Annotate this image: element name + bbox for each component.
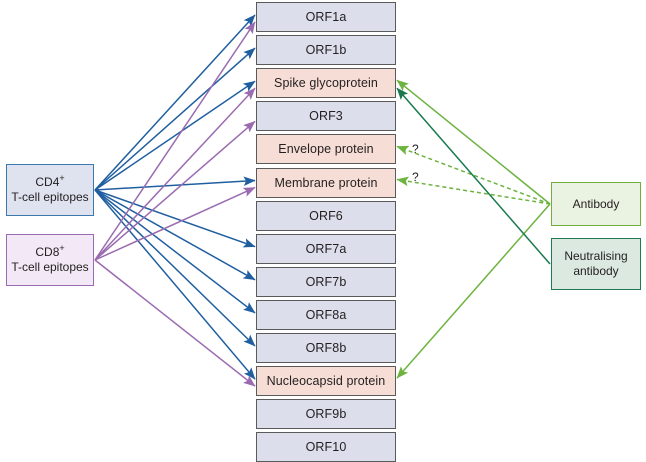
edge-antibody-to-envelope [396, 145, 551, 205]
edge-cd4-to-orf1a [94, 14, 256, 191]
protein-label: ORF10 [305, 440, 347, 455]
node-cd4-t-cell-epitopes: CD4+ T-cell epitopes [6, 164, 94, 216]
protein-box-orf7a: ORF7a [256, 233, 396, 264]
protein-label: Envelope protein [278, 142, 374, 157]
protein-label: ORF1b [305, 43, 347, 58]
protein-box-orf1a: ORF1a [256, 2, 396, 32]
protein-label: ORF9b [305, 407, 347, 422]
protein-box-orf10: ORF10 [256, 432, 396, 462]
antibody-label: Antibody [572, 196, 620, 211]
protein-label: ORF7a [305, 241, 347, 256]
node-cd8-t-cell-epitopes: CD8+ T-cell epitopes [6, 234, 94, 286]
protein-label: Nucleocapsid protein [266, 374, 386, 389]
edge-cd8-to-orf1a [94, 21, 256, 261]
protein-box-orf8a: ORF8a [256, 299, 396, 330]
protein-label: ORF3 [309, 109, 343, 124]
node-antibody: Antibody [551, 182, 641, 226]
cd8-label: CD8+ T-cell epitopes [11, 243, 89, 275]
edge-antibody-to-nucleocapsid [396, 203, 551, 379]
protein-label: ORF7b [305, 274, 347, 289]
question-mark-membrane: ? [412, 170, 419, 184]
edge-cd4-to-orf8a [94, 189, 256, 314]
neutralising-antibody-label: Neutralising antibody [564, 249, 628, 278]
edge-cd8-to-nucleocapsid [94, 259, 256, 387]
protein-label: ORF1a [305, 10, 347, 24]
edge-cd8-to-orf3 [94, 120, 256, 261]
protein-box-spike: Spike glycoprotein [256, 68, 396, 99]
edge-cd8-to-membrane [94, 186, 256, 261]
edge-cd4-to-membrane [94, 176, 256, 191]
protein-label: ORF8b [305, 341, 347, 355]
question-mark-envelope: ? [412, 142, 419, 156]
edge-cd4-to-orf7a [94, 189, 256, 248]
edge-cd4-to-orf8b [94, 189, 256, 347]
edge-neutralising-to-spike [396, 87, 551, 265]
edge-cd8-to-spike [94, 87, 256, 261]
protein-box-orf8b: ORF8b [256, 333, 396, 363]
node-neutralising-antibody: Neutralising antibody [551, 238, 641, 290]
cd8-superscript: + [59, 243, 65, 253]
protein-box-orf7b: ORF7b [256, 266, 396, 297]
protein-label: Membrane protein [274, 175, 378, 190]
protein-label: Spike glycoprotein [274, 76, 378, 91]
protein-label: ORF6 [309, 208, 343, 223]
protein-box-orf1b: ORF1b [256, 35, 396, 66]
protein-label: ORF8a [305, 307, 347, 322]
edge-cd4-to-orf7b [94, 189, 256, 281]
protein-box-nucleocapsid: Nucleocapsid protein [256, 366, 396, 397]
protein-box-orf6: ORF6 [256, 200, 396, 231]
cd4-superscript: + [59, 173, 65, 183]
protein-box-orf9b: ORF9b [256, 399, 396, 430]
edge-antibody-to-spike [396, 79, 551, 205]
protein-box-envelope: Envelope protein [256, 134, 396, 165]
protein-box-membrane: Membrane protein [256, 167, 396, 198]
protein-box-orf3: ORF3 [256, 101, 396, 132]
edge-cd4-to-orf1b [94, 47, 256, 191]
edge-cd4-to-spike [94, 80, 256, 191]
edge-antibody-to-membrane [396, 176, 551, 205]
cd4-label: CD4+ T-cell epitopes [11, 173, 89, 205]
